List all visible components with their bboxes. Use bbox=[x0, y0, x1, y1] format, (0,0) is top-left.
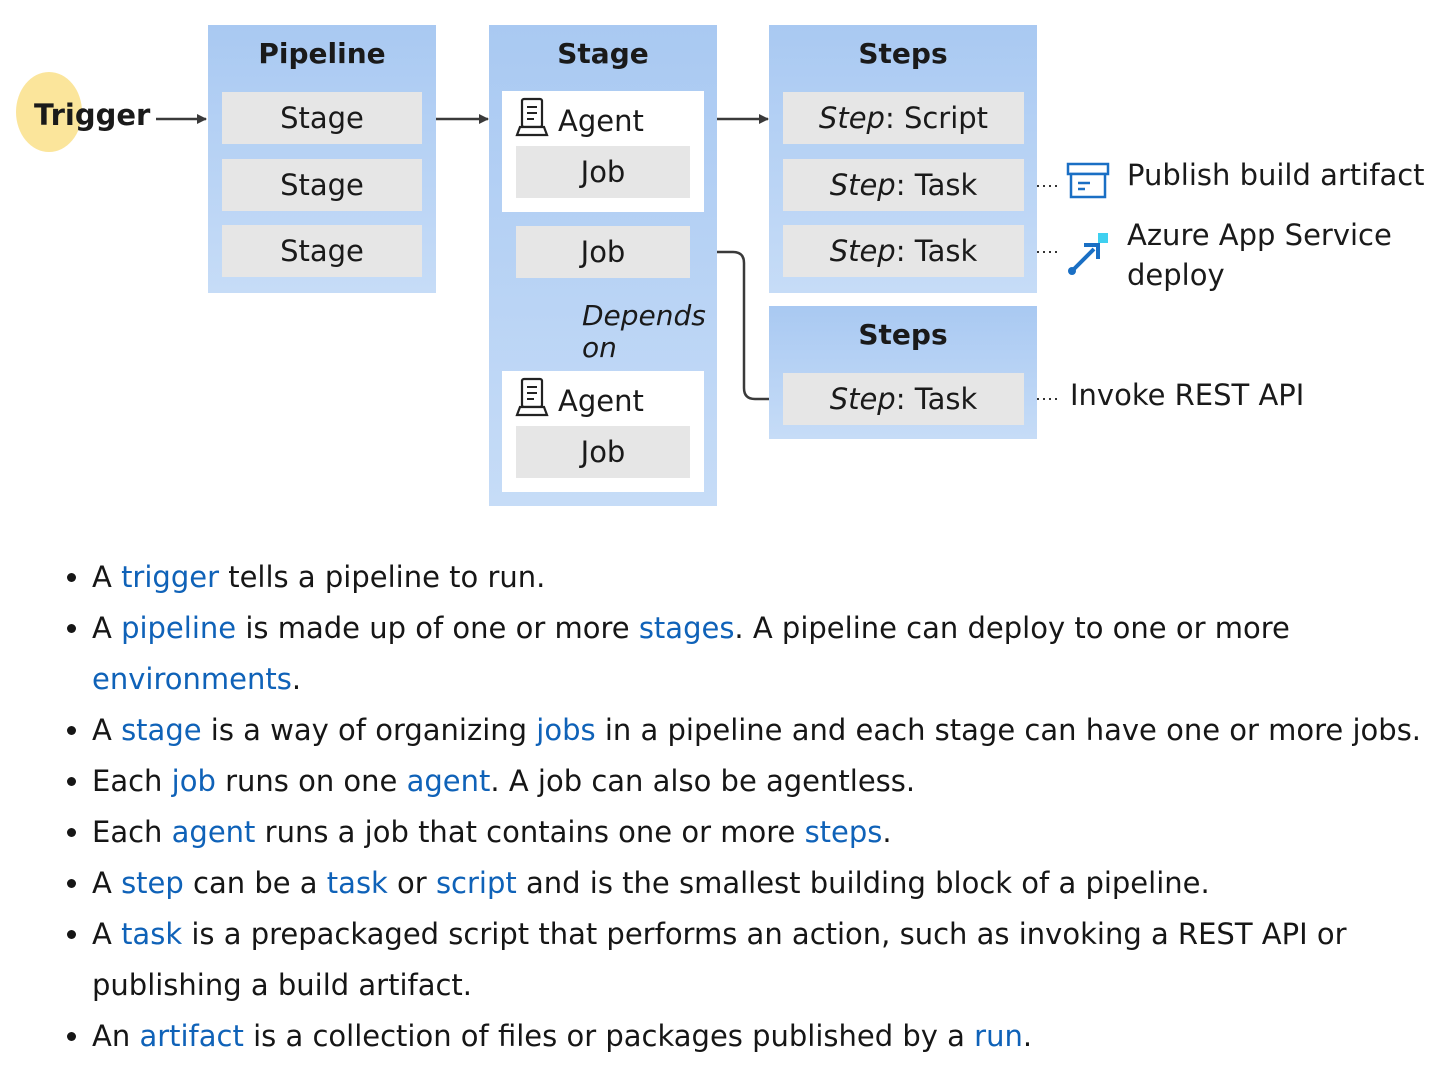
step-suffix: : Task bbox=[895, 168, 978, 202]
step-script-box: Step: Script bbox=[783, 92, 1024, 144]
app-service-deploy-icon bbox=[1064, 231, 1112, 283]
step-prefix: Step bbox=[829, 382, 896, 416]
step-task-box: Step: Task bbox=[783, 373, 1024, 425]
definitions-list: A trigger tells a pipeline to run.A pipe… bbox=[60, 552, 1448, 1062]
definition-item: A pipeline is made up of one or more sta… bbox=[92, 603, 1448, 705]
steps-column: Steps Step: Script Step: Task Step: Task bbox=[769, 25, 1037, 293]
definition-text: Each bbox=[92, 815, 172, 849]
term-link-trigger[interactable]: trigger bbox=[121, 560, 219, 594]
step-prefix: Step bbox=[818, 101, 885, 135]
definition-text: or bbox=[387, 866, 436, 900]
stage-column: Stage Agent Job Job bbox=[489, 25, 717, 506]
agent-panel: Agent Job bbox=[502, 371, 704, 492]
definition-text: A bbox=[92, 713, 122, 747]
definition-text: A bbox=[92, 866, 122, 900]
step-task-box: Step: Task bbox=[783, 225, 1024, 277]
job-to-steps-arrow bbox=[690, 250, 782, 404]
stage-title: Stage bbox=[557, 37, 649, 70]
step-prefix: Step bbox=[829, 234, 896, 268]
term-link-environments[interactable]: environments bbox=[92, 662, 292, 696]
azure-app-service-label: Azure App Service deploy bbox=[1127, 215, 1392, 295]
steps-column: Steps Step: Task bbox=[769, 306, 1037, 439]
definition-item: Each agent runs a job that contains one … bbox=[92, 807, 1448, 858]
definition-text: can be a bbox=[183, 866, 327, 900]
definition-text: in a pipeline and each stage can have on… bbox=[595, 713, 1422, 747]
definition-text: A bbox=[92, 917, 122, 951]
term-link-agent[interactable]: agent bbox=[171, 815, 256, 849]
definition-text: An bbox=[92, 1019, 140, 1053]
term-link-script[interactable]: script bbox=[435, 866, 517, 900]
term-link-job[interactable]: job bbox=[171, 764, 216, 798]
definition-text: and is the smallest building block of a … bbox=[516, 866, 1210, 900]
depends-on-label: Depends on bbox=[582, 300, 706, 364]
term-link-steps[interactable]: steps bbox=[804, 815, 883, 849]
depends-on-line2: on bbox=[582, 331, 617, 364]
steps-title: Steps bbox=[858, 318, 948, 351]
pipeline-title: Pipeline bbox=[258, 37, 386, 70]
azure-app-service-line1: Azure App Service bbox=[1127, 218, 1392, 252]
definition-item: A step can be a task or script and is th… bbox=[92, 858, 1448, 909]
step-suffix: : Script bbox=[884, 101, 989, 135]
agent-header: Agent bbox=[514, 377, 644, 424]
definition-text: . bbox=[1022, 1019, 1033, 1053]
definition-text: is made up of one or more bbox=[236, 611, 639, 645]
agent-label: Agent bbox=[558, 383, 644, 418]
definition-text: . bbox=[291, 662, 302, 696]
definition-item: Each job runs on one agent. A job can al… bbox=[92, 756, 1448, 807]
step-prefix: Step bbox=[829, 168, 896, 202]
term-link-task[interactable]: task bbox=[326, 866, 388, 900]
definition-text: is a prepackaged script that performs an… bbox=[92, 917, 1347, 1002]
term-link-jobs[interactable]: jobs bbox=[536, 713, 596, 747]
definition-item: A stage is a way of organizing jobs in a… bbox=[92, 705, 1448, 756]
pipeline-column: Pipeline Stage Stage Stage bbox=[208, 25, 436, 293]
definition-text: . A job can also be agentless. bbox=[490, 764, 916, 798]
definition-text: is a collection of files or packages pub… bbox=[243, 1019, 975, 1053]
definition-text: . A pipeline can deploy to one or more bbox=[734, 611, 1290, 645]
trigger-label: Trigger bbox=[34, 98, 151, 132]
trigger-highlight bbox=[16, 72, 82, 152]
definition-text: runs on one bbox=[215, 764, 407, 798]
definition-text: . bbox=[882, 815, 892, 849]
term-link-task[interactable]: task bbox=[121, 917, 183, 951]
step-task-box: Step: Task bbox=[783, 159, 1024, 211]
term-link-step[interactable]: step bbox=[121, 866, 184, 900]
steps-title: Steps bbox=[858, 37, 948, 70]
term-link-run[interactable]: run bbox=[974, 1019, 1023, 1053]
agent-header: Agent bbox=[514, 97, 644, 144]
job-box: Job bbox=[516, 426, 690, 478]
agent-server-icon bbox=[514, 97, 550, 144]
definition-item: A trigger tells a pipeline to run. bbox=[92, 552, 1448, 603]
job-box: Job bbox=[516, 146, 690, 198]
definition-text: tells a pipeline to run. bbox=[219, 560, 546, 594]
step-suffix: : Task bbox=[895, 382, 978, 416]
definition-item: A task is a prepackaged script that perf… bbox=[92, 909, 1448, 1011]
depends-on-line1: Depends bbox=[582, 299, 706, 332]
agent-panel: Agent Job bbox=[502, 91, 704, 212]
definition-text: A bbox=[92, 611, 122, 645]
term-link-agent[interactable]: agent bbox=[406, 764, 491, 798]
publish-build-artifact-label: Publish build artifact bbox=[1127, 158, 1425, 192]
term-link-artifact[interactable]: artifact bbox=[139, 1019, 244, 1053]
term-link-stages[interactable]: stages bbox=[638, 611, 735, 645]
pipeline-stage-box: Stage bbox=[222, 92, 422, 144]
pipeline-stage-box: Stage bbox=[222, 225, 422, 277]
azure-app-service-line2: deploy bbox=[1127, 258, 1225, 292]
invoke-rest-api-label: Invoke REST API bbox=[1070, 378, 1305, 412]
definition-text: Each bbox=[92, 764, 172, 798]
definition-text: is a way of organizing bbox=[201, 713, 537, 747]
pipeline-stage-box: Stage bbox=[222, 159, 422, 211]
step-suffix: : Task bbox=[895, 234, 978, 268]
definition-text: runs a job that contains one or more bbox=[255, 815, 805, 849]
agent-server-icon bbox=[514, 377, 550, 424]
artifact-box-icon bbox=[1066, 162, 1110, 204]
term-link-pipeline[interactable]: pipeline bbox=[121, 611, 237, 645]
definition-text: A bbox=[92, 560, 122, 594]
definition-item: An artifact is a collection of files or … bbox=[92, 1011, 1448, 1062]
agent-label: Agent bbox=[558, 103, 644, 138]
term-link-stage[interactable]: stage bbox=[121, 713, 202, 747]
job-box: Job bbox=[516, 226, 690, 278]
